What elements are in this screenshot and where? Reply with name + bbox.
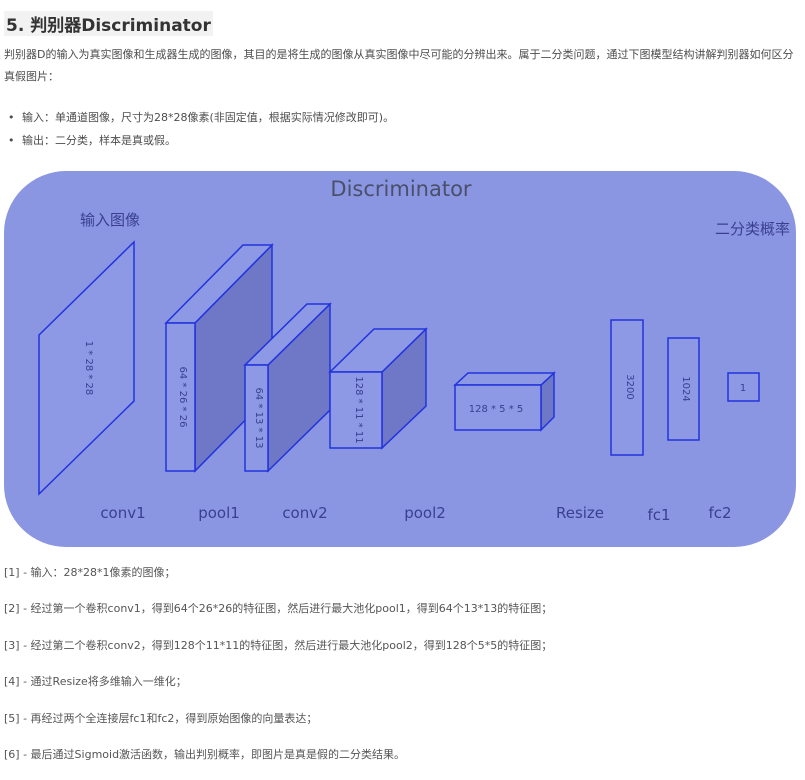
bullet-output: 输出：二分类，样本是真或假。	[8, 129, 394, 152]
step-note: [2] - 经过第一个卷积conv1，得到64个26*26的特征图，然后进行最大…	[4, 602, 553, 616]
input-layer-block: 1 * 28 * 28	[38, 240, 135, 496]
stage-label-fc2: fc2	[708, 504, 731, 522]
pool1-output-block: 64 * 13 * 13	[243, 302, 332, 473]
pool2-output-block: 128 * 5 * 5	[453, 371, 556, 432]
stage-label-conv1: conv1	[100, 504, 145, 522]
section-heading: 5. 判别器Discriminator	[4, 11, 213, 36]
resize-vector-block: 3200	[610, 319, 644, 456]
step-note: [5] - 再经过两个全连接层fc1和fc2，得到原始图像的向量表达；	[4, 711, 318, 725]
conv2-dims-label: 128 * 11 * 11	[353, 376, 364, 443]
input-dims-label: 1 * 28 * 28	[83, 341, 94, 396]
step-note: [3] - 经过第二个卷积conv2，得到128个11*11的特征图，然后进行最…	[4, 638, 553, 652]
stage-label-pool2: pool2	[404, 504, 446, 522]
conv1-output-block: 64 * 26 * 26	[164, 243, 274, 473]
discriminator-diagram: Discriminator 输入图像 二分类概率 1 * 28 * 28 64 …	[4, 171, 796, 547]
step-note: [6] - 最后通过Sigmoid激活函数，输出判别概率，即图片是真是假的二分类…	[4, 747, 406, 761]
diagram-title: Discriminator	[330, 177, 472, 201]
step-note: [1] - 输入：28*28*1像素的图像；	[4, 566, 176, 579]
bullet-input: 输入：单通道图像，尺寸为28*28像素(非固定值，根据实际情况修改即可)。	[8, 106, 394, 129]
fc1-vector-block: 1024	[667, 337, 700, 441]
stage-label-fc1: fc1	[647, 506, 670, 524]
fc1-dims-label: 1024	[680, 376, 691, 401]
step-note: [4] - 通过Resize将多维输入一维化；	[4, 675, 187, 689]
step-notes-list: [1] - 输入：28*28*1像素的图像； [2] - 经过第一个卷积conv…	[4, 562, 552, 780]
stage-label-resize: Resize	[556, 504, 604, 522]
stage-label-conv2: conv2	[282, 504, 327, 522]
stage-label-pool1: pool1	[198, 504, 240, 522]
pool2-dims-label: 128 * 5 * 5	[469, 404, 524, 415]
resize-dims-label: 3200	[624, 374, 635, 399]
pool1-dims-label: 64 * 13 * 13	[253, 388, 264, 449]
io-bullet-list: 输入：单通道图像，尺寸为28*28像素(非固定值，根据实际情况修改即可)。 输出…	[8, 106, 394, 152]
conv2-output-block: 128 * 11 * 11	[328, 327, 428, 450]
fc2-output-block: 1	[727, 372, 760, 402]
conv1-dims-label: 64 * 26 * 26	[177, 367, 188, 428]
input-image-label: 输入图像	[80, 211, 140, 229]
fc2-dims-label: 1	[740, 383, 746, 394]
intro-paragraph: 判别器D的输入为真实图像和生成器生成的图像，其目的是将生成的图像从真实图像中尽可…	[4, 48, 794, 83]
output-prob-label: 二分类概率	[715, 220, 790, 238]
